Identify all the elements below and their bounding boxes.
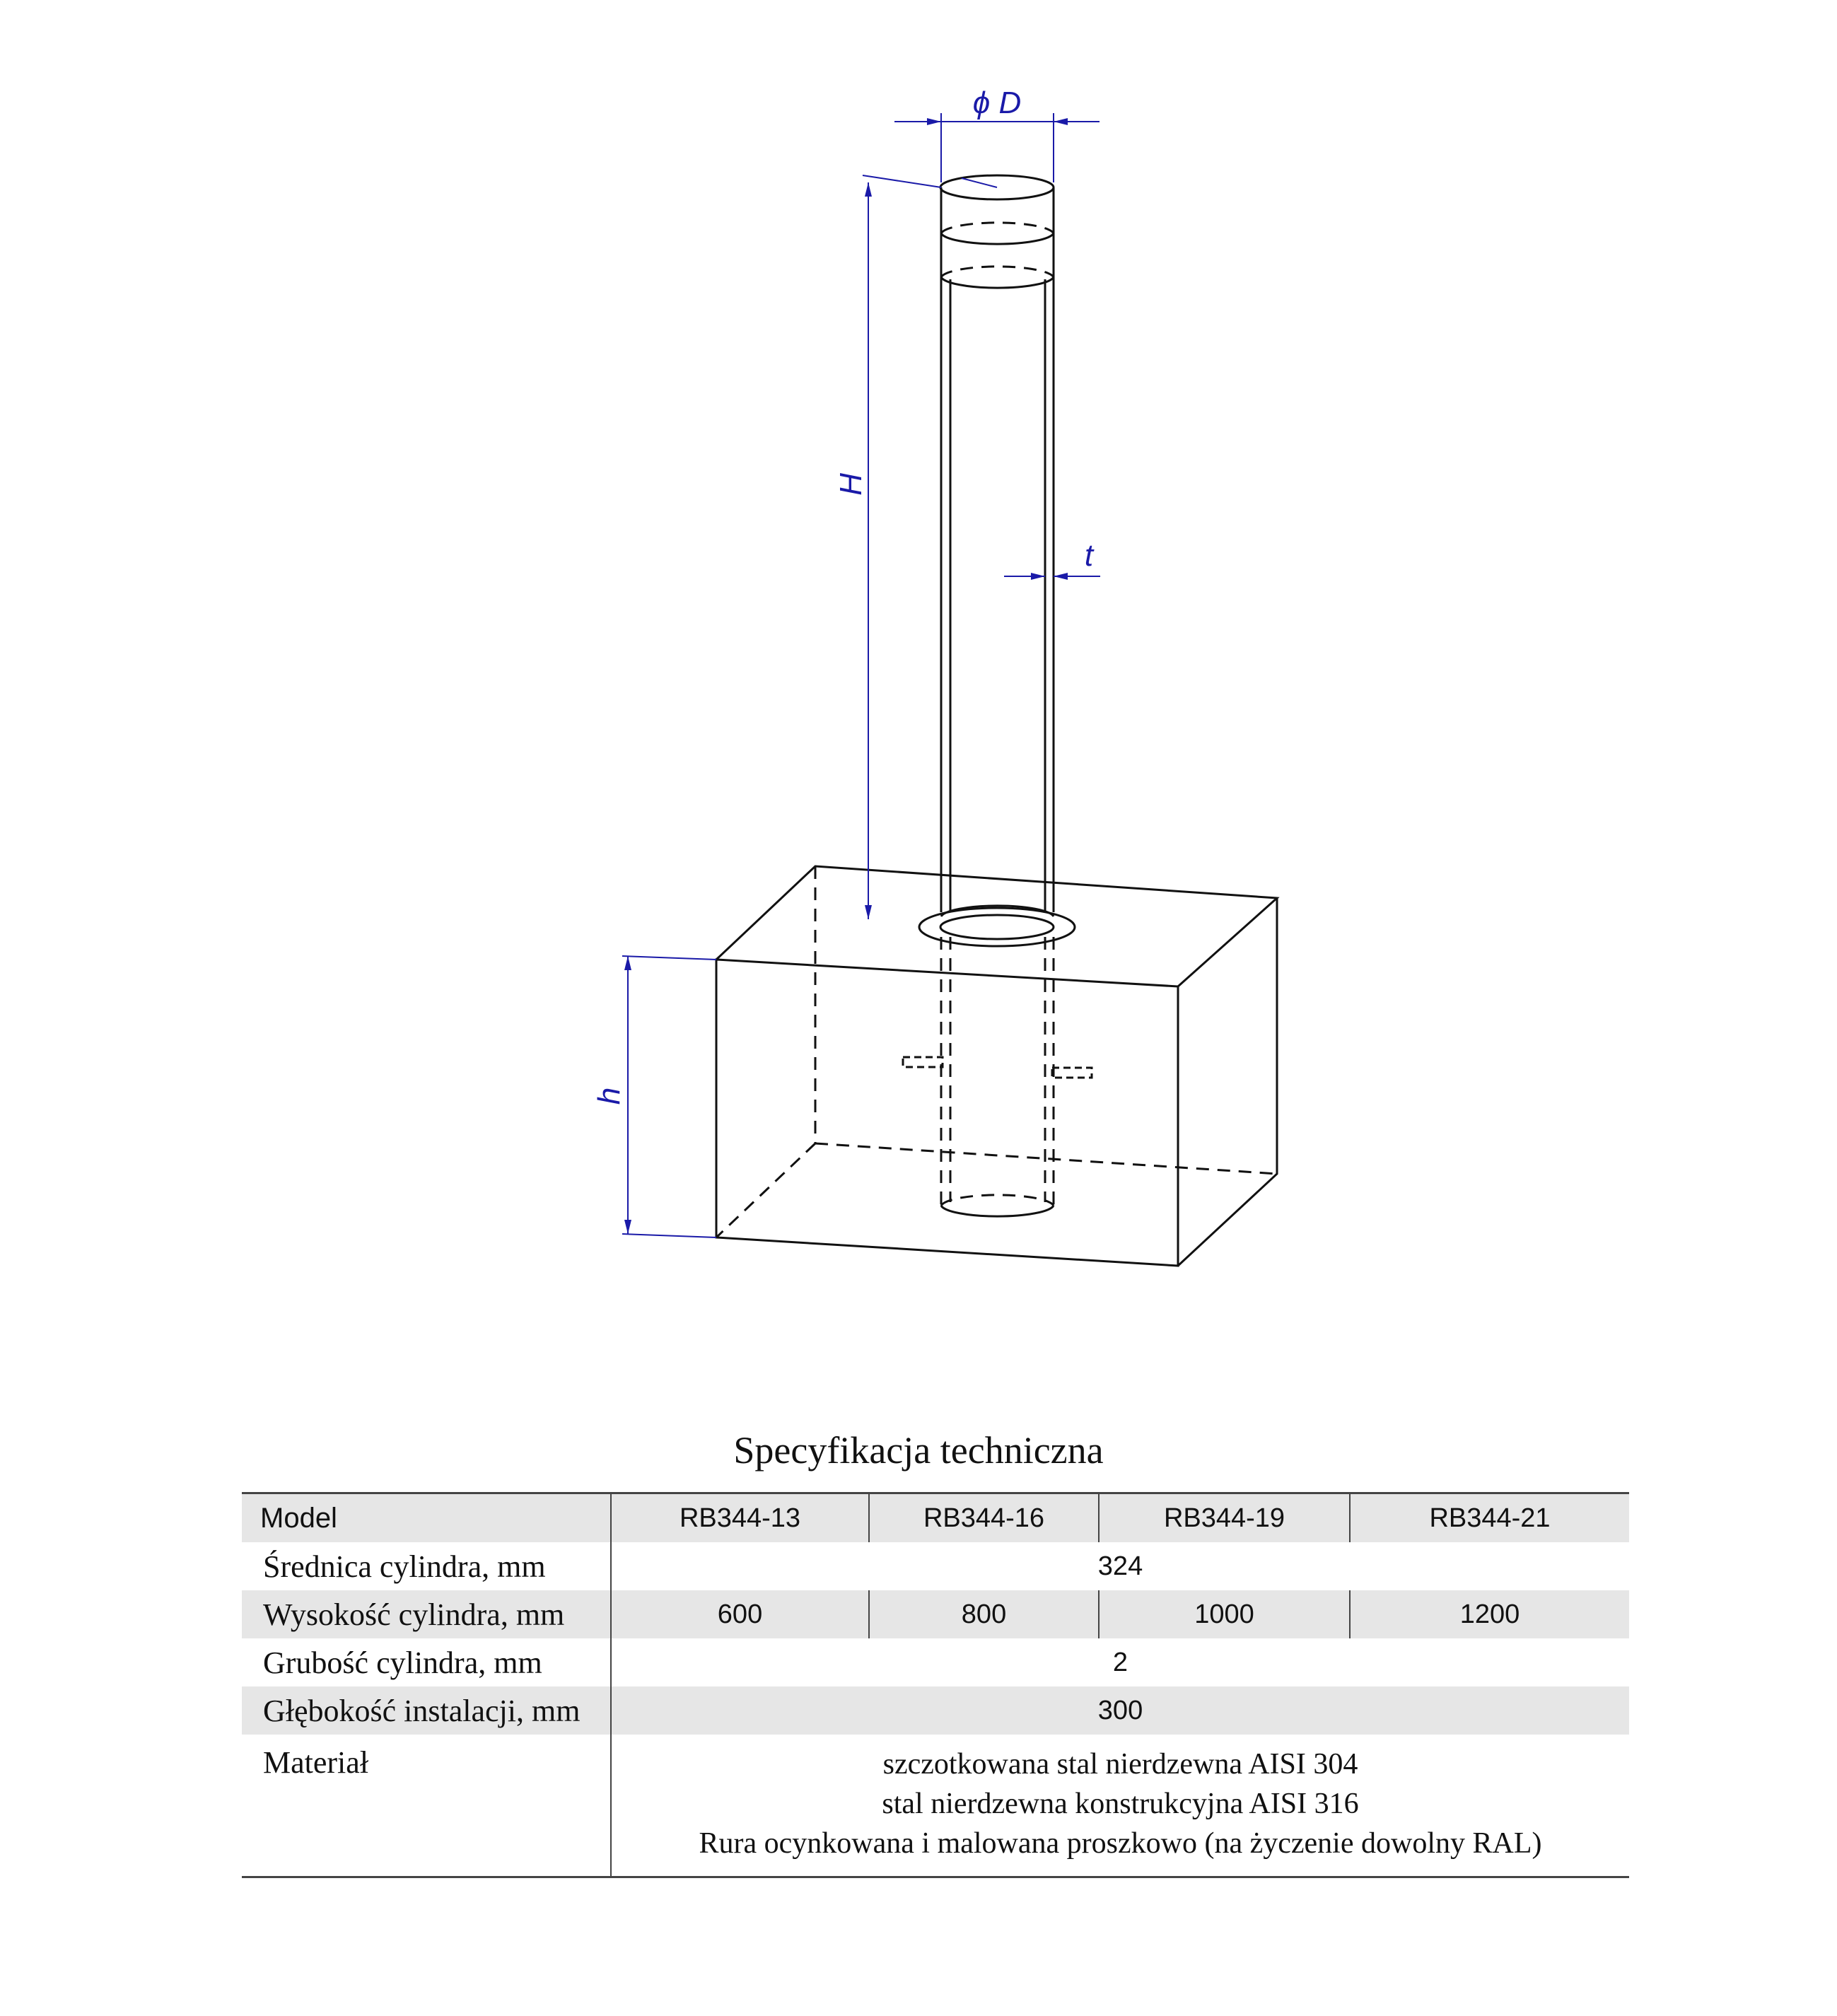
model-label: Model <box>242 1492 611 1542</box>
height-value-rb344-19: 1000 <box>1098 1590 1350 1638</box>
row-thickness: Grubość cylindra, mm 2 <box>242 1638 1629 1686</box>
depth-label: h <box>592 1088 626 1105</box>
bollard-cylinder <box>902 174 1093 1218</box>
material-option: szczotkowana stal nierdzewna AISI 304 <box>882 1748 1358 1781</box>
dimension-thickness: t <box>1004 538 1100 580</box>
height-label: H <box>834 473 868 496</box>
diameter-label: ϕ D <box>973 86 1021 120</box>
row-model: Model RB344-13 RB344-16 RB344-19 RB344-2… <box>242 1492 1629 1542</box>
material-option: stal nierdzewna konstrukcyjna AISI 316 <box>882 1788 1359 1820</box>
height-value-rb344-16: 800 <box>868 1590 1099 1638</box>
thickness-row-label: Grubość cylindra, mm <box>263 1645 542 1680</box>
model-rb344-13: RB344-13 <box>610 1492 869 1542</box>
row-height: Wysokość cylindra, mm 600 800 1000 1200 <box>242 1590 1629 1638</box>
row-depth: Głębokość instalacji, mm 300 <box>242 1686 1629 1735</box>
row-material: Materiał szczotkowana stal nierdzewna AI… <box>242 1735 1629 1878</box>
foundation-block <box>715 865 1280 1267</box>
material-values: szczotkowana stal nierdzewna AISI 304 st… <box>610 1735 1629 1878</box>
depth-row-label: Głębokość instalacji, mm <box>242 1686 611 1735</box>
material-option: Rura ocynkowana i malowana proszkowo (na… <box>699 1827 1542 1860</box>
material-row-label: Materiał <box>242 1735 611 1878</box>
model-rb344-16: RB344-16 <box>868 1492 1099 1542</box>
height-value-rb344-13: 600 <box>610 1590 869 1638</box>
height-row-label: Wysokość cylindra, mm <box>242 1590 611 1638</box>
thickness-label: t <box>1085 538 1095 573</box>
bollard-technical-drawing: ϕ D H t h <box>592 86 1280 1267</box>
row-diameter: Średnica cylindra, mm 324 <box>242 1542 1629 1590</box>
dimension-diameter: ϕ D <box>894 86 1100 188</box>
dimension-height: H <box>834 175 942 919</box>
model-rb344-19: RB344-19 <box>1098 1492 1350 1542</box>
diameter-value: 324 <box>610 1542 1629 1590</box>
model-rb344-21: RB344-21 <box>1349 1492 1629 1542</box>
spec-title: Specyfikacja techniczna <box>733 1429 1104 1472</box>
thickness-value: 2 <box>610 1638 1629 1686</box>
diameter-row-label: Średnica cylindra, mm <box>263 1549 546 1584</box>
dimension-depth: h <box>592 955 717 1238</box>
height-value-rb344-21: 1200 <box>1349 1590 1629 1638</box>
depth-value: 300 <box>610 1686 1629 1735</box>
spec-table: Model RB344-13 RB344-16 RB344-19 RB344-2… <box>242 1492 1629 1878</box>
